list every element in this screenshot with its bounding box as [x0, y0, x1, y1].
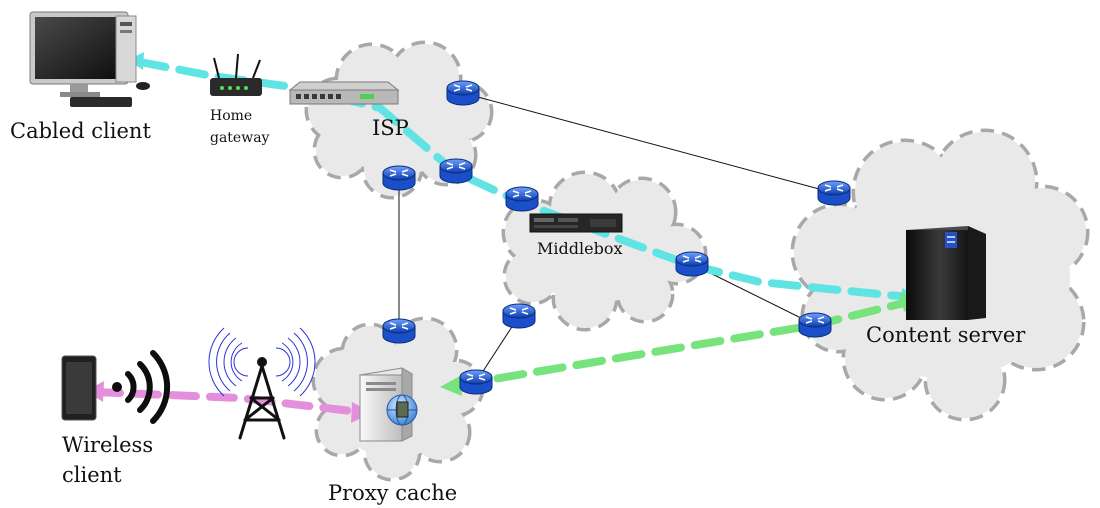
router-isp-left: [382, 165, 416, 191]
router-middlebox-left: [505, 186, 539, 212]
isp-label: ISP: [372, 116, 409, 140]
cabled-client-label: Cabled client: [10, 119, 151, 143]
flow-wireless-client: [92, 388, 364, 416]
wireless-client-label-line1: Wireless: [62, 433, 153, 457]
rack-appliance-icon: [529, 213, 623, 233]
router-content-top: [817, 180, 851, 206]
router-isp-top: [446, 80, 480, 106]
wifi-signal-icon: [112, 350, 171, 424]
wireless-client-label-line2: client: [62, 463, 122, 487]
home-gateway-label-line1: Home: [210, 108, 252, 124]
home-gateway-label-line2: gateway: [210, 130, 270, 146]
router-isp-right: [439, 158, 473, 184]
wifi-router-icon: [210, 53, 262, 96]
proxy-cache-label: Proxy cache: [328, 481, 457, 505]
desktop-computer-icon: [29, 11, 150, 107]
router-proxy-top: [382, 318, 416, 344]
router-content-bottom: [798, 312, 832, 338]
flow-server-proxy-arrow-end: [440, 376, 462, 396]
link-isp-content-server: [462, 92, 835, 194]
router-middlebox-bottom: [502, 303, 536, 329]
switch-icon: [288, 81, 400, 105]
router-middlebox-right: [675, 251, 709, 277]
proxy-server-icon: [358, 367, 418, 442]
mobile-phone-icon: [61, 355, 97, 421]
server-tower-icon: [906, 226, 986, 320]
content-server-label: Content server: [866, 323, 1026, 347]
router-proxy-right: [459, 369, 493, 395]
routers-group: [382, 80, 851, 395]
middlebox-label: Middlebox: [537, 239, 622, 258]
radio-tower-icon: [208, 327, 316, 440]
